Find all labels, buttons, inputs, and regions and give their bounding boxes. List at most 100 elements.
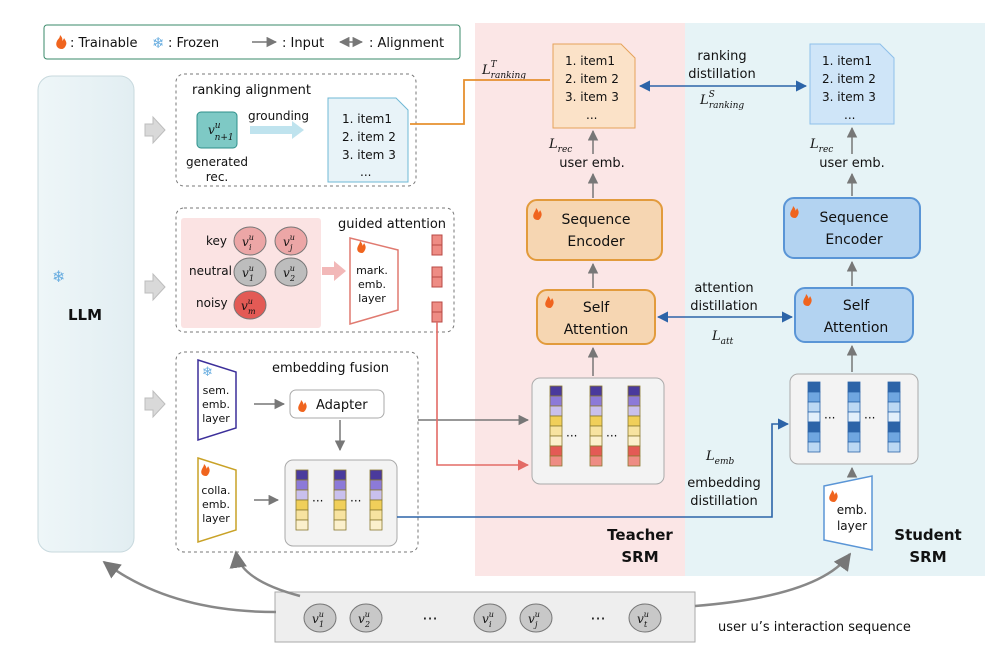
svg-text:vut: vut — [637, 610, 649, 629]
snowflake-icon: ❄ — [52, 267, 65, 286]
sem-label-3: layer — [202, 412, 230, 425]
ra-item-4: ... — [360, 165, 371, 179]
teacher-srm: 1. item1 2. item 2 3. item 3 ... Lrec us… — [526, 43, 673, 566]
key-item-i — [233, 226, 267, 256]
seq-ellipsis-2: ··· — [590, 609, 605, 628]
teacher-item-2: 2. item 2 — [565, 72, 619, 86]
teacher-item-4: ... — [586, 108, 597, 122]
teacher-self-attention — [536, 289, 656, 345]
ranking-distillation-label-1: ranking — [697, 49, 746, 64]
neutral-item-2 — [274, 257, 308, 287]
embedding-distillation-label-2: distillation — [690, 494, 757, 509]
legend-trainable: : Trainable — [70, 36, 138, 51]
svg-text:···: ··· — [606, 429, 617, 443]
student-attention-label-1: Self — [843, 298, 870, 314]
mark-to-teacher-link — [436, 322, 530, 471]
sem-emb-layer — [197, 358, 237, 442]
ranking-alignment-link — [410, 79, 550, 125]
colla-label-2: emb. — [202, 498, 230, 511]
snowflake-icon: ❄ — [152, 34, 165, 52]
seq-item-j — [519, 603, 553, 633]
teacher-encoder-label-2: Encoder — [567, 234, 624, 250]
svg-text:vu2: vu2 — [358, 610, 370, 629]
svg-text:···: ··· — [566, 429, 577, 443]
student-item-1: 1. item1 — [822, 54, 872, 68]
teacher-attention-label-2: Attention — [564, 322, 629, 338]
legend-alignment: : Alignment — [369, 36, 444, 51]
embedding-fusion-title: embedding fusion — [272, 361, 389, 376]
embedding-fusion-module: embedding fusion ❄ sem. emb. layer Adapt… — [175, 351, 419, 553]
fire-icon — [298, 400, 307, 412]
teacher-encoder-label-1: Sequence — [561, 212, 630, 228]
sem-label-2: emb. — [202, 398, 230, 411]
grounding-arrow — [250, 121, 304, 139]
svg-text:vui: vui — [242, 233, 254, 252]
legend: : Trainable ❄ : Frozen : Input : Alignme… — [43, 24, 461, 60]
teacher-label-2: SRM — [621, 548, 658, 566]
teacher-embedding-cells — [549, 385, 641, 467]
svg-text:vu2: vu2 — [283, 264, 295, 283]
ranking-doc — [327, 97, 409, 183]
generated-label: generated — [186, 155, 248, 169]
student-item-4: ... — [844, 108, 855, 122]
noisy-label: noisy — [196, 296, 228, 310]
student-user-emb: user emb. — [819, 156, 885, 171]
fire-icon — [56, 35, 67, 49]
student-ranking-doc — [809, 43, 895, 125]
student-emb-label-1: emb. — [837, 503, 868, 517]
seq-to-llm-arrow — [102, 560, 277, 614]
mark-embedding-cells — [431, 234, 443, 323]
student-self-attention — [794, 287, 914, 343]
snowflake-icon: ❄ — [202, 365, 213, 380]
mark-emb-layer — [349, 237, 399, 325]
fire-icon — [545, 296, 554, 308]
seq-to-fusion-arrow — [229, 550, 301, 598]
seq-to-student-arrow — [694, 552, 852, 608]
key-item-j — [274, 226, 308, 256]
seq-item-i — [473, 603, 507, 633]
svg-text:vuj: vuj — [528, 610, 540, 629]
student-encoder-label-1: Sequence — [819, 210, 888, 226]
sem-label-1: sem. — [203, 384, 230, 397]
generated-item-box — [196, 111, 238, 149]
student-l-rec: Lrec — [809, 137, 833, 155]
teacher-user-emb: user emb. — [559, 156, 625, 171]
svg-text:vui: vui — [482, 610, 494, 629]
seq-item-t — [628, 603, 662, 633]
student-embedding-cells — [807, 381, 901, 453]
fire-icon — [357, 241, 366, 253]
student-item-2: 2. item 2 — [822, 72, 876, 86]
svg-text:vum: vum — [241, 297, 256, 316]
fire-icon — [533, 208, 542, 220]
neutral-label: neutral — [189, 264, 232, 278]
colla-label-3: layer — [202, 512, 230, 525]
student-label-1: Student — [894, 526, 961, 544]
mark-label-1: mark. — [356, 264, 388, 277]
fire-icon — [790, 206, 799, 218]
grounding-label: grounding — [248, 109, 309, 123]
teacher-ranking-doc — [552, 43, 636, 129]
ra-item-2: 2. item 2 — [342, 130, 396, 144]
seq-item-2 — [349, 603, 383, 633]
legend-frozen: : Frozen — [168, 36, 219, 51]
fused-embedding-cells — [295, 469, 383, 531]
mark-label-2: emb. — [358, 278, 386, 291]
student-label-2: SRM — [909, 548, 946, 566]
svg-text:vu1: vu1 — [242, 264, 254, 283]
student-encoder-label-2: Encoder — [825, 232, 882, 248]
adapter-box — [289, 389, 385, 419]
svg-text:···: ··· — [824, 411, 835, 425]
legend-input: : Input — [282, 36, 324, 51]
adapter-label: Adapter — [316, 398, 368, 413]
llm-output-arrows — [144, 115, 166, 419]
teacher-l-rec: Lrec — [548, 137, 572, 155]
seq-item-1 — [303, 603, 337, 633]
llm-label: LLM — [68, 306, 102, 324]
